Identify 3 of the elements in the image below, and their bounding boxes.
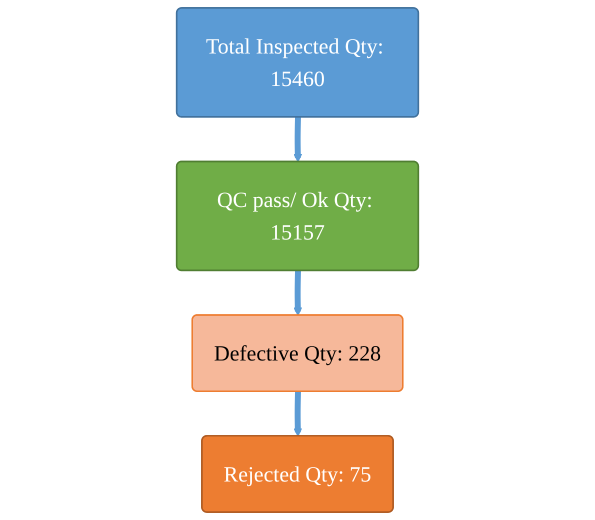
arrow — [293, 392, 302, 437]
arrow — [293, 117, 302, 162]
arrow — [293, 270, 302, 316]
